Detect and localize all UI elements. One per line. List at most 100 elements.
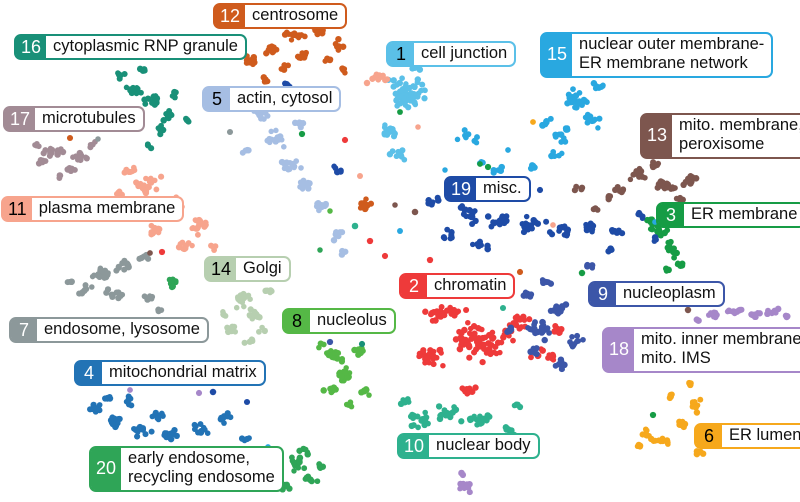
scatter-point-cluster-3 xyxy=(671,254,677,261)
scatter-point-cluster-19 xyxy=(484,245,491,253)
scatter-point-cluster-7 xyxy=(121,257,128,264)
scatter-point-cluster-19 xyxy=(519,220,526,227)
scatter-point-cluster-6 xyxy=(693,409,701,416)
scatter-point-cluster-4 xyxy=(125,396,132,403)
scatter-point-cluster-20 xyxy=(166,276,173,283)
cluster-number-badge-19: 19 xyxy=(446,178,477,201)
scatter-point-cluster-11 xyxy=(143,175,149,182)
scatter-point-cluster-12 xyxy=(334,43,341,50)
scatter-point-cluster-2 xyxy=(441,312,448,319)
scatter-point-cluster-12 xyxy=(249,61,256,68)
scatter-point-cluster-13 xyxy=(682,178,689,185)
scatter-point-cluster-14 xyxy=(232,328,239,335)
scatter-point-cluster-15 xyxy=(497,167,505,174)
scatter-point-cluster-11 xyxy=(363,79,371,87)
scatter-point-cluster-2 xyxy=(510,337,516,344)
cluster-label-text-2: chromatin xyxy=(434,276,507,294)
scatter-point-cluster-14 xyxy=(266,287,273,294)
scatter-point-cluster-17 xyxy=(77,154,84,161)
scatter-point-cluster-18 xyxy=(466,489,473,496)
scatter-point-cluster-18 xyxy=(195,389,203,397)
scatter-point-cluster-11 xyxy=(189,242,195,249)
scatter-point-cluster-2 xyxy=(498,339,505,346)
scatter-point-cluster-13 xyxy=(607,193,614,200)
scatter-point-cluster-3 xyxy=(477,161,483,167)
scatter-point-cluster-7 xyxy=(82,286,89,293)
scatter-point-cluster-2 xyxy=(489,335,496,342)
scatter-point-cluster-12 xyxy=(314,29,320,35)
scatter-point-cluster-2 xyxy=(538,346,544,352)
cluster-number-badge-12: 12 xyxy=(215,5,246,28)
scatter-point-cluster-6 xyxy=(687,380,694,387)
scatter-point-cluster-15 xyxy=(462,132,468,139)
scatter-point-cluster-19 xyxy=(556,224,563,231)
scatter-point-cluster-4 xyxy=(87,406,94,413)
scatter-point-cluster-16 xyxy=(138,89,144,96)
scatter-point-cluster-11 xyxy=(155,229,162,236)
scatter-point-cluster-9 xyxy=(589,262,596,269)
scatter-point-cluster-11 xyxy=(121,169,128,176)
scatter-point-cluster-20 xyxy=(291,468,297,474)
scatter-point-cluster-5 xyxy=(335,233,342,240)
scatter-point-cluster-16 xyxy=(167,111,174,118)
scatter-point-cluster-4 xyxy=(106,393,113,400)
scatter-point-cluster-1 xyxy=(405,85,413,92)
scatter-point-cluster-9 xyxy=(506,328,514,335)
scatter-point-cluster-17 xyxy=(71,166,78,173)
cluster-label-text-12: centrosome xyxy=(252,6,339,24)
scatter-point-cluster-2 xyxy=(429,317,436,324)
cluster-label-text-14: Golgi xyxy=(243,259,282,277)
scatter-point-cluster-9 xyxy=(539,328,546,335)
scatter-point-cluster-5 xyxy=(273,127,279,134)
scatter-point-cluster-18 xyxy=(729,308,736,315)
scatter-point-cluster-12 xyxy=(367,200,375,207)
scatter-point-cluster-4 xyxy=(221,420,227,426)
scatter-point-cluster-11 xyxy=(147,175,154,182)
scatter-point-cluster-14 xyxy=(259,324,265,331)
scatter-point-cluster-2 xyxy=(473,346,480,353)
scatter-point-cluster-19 xyxy=(536,186,544,194)
scatter-point-cluster-17 xyxy=(89,141,96,148)
cluster-label-text-16: cytoplasmic RNP granule xyxy=(53,37,238,55)
scatter-point-cluster-15 xyxy=(569,99,576,106)
scatter-point-cluster-19 xyxy=(543,218,550,225)
scatter-point-cluster-10 xyxy=(480,415,488,423)
scatter-point-cluster-9 xyxy=(326,338,334,346)
scatter-point-cluster-2 xyxy=(500,334,507,341)
scatter-point-cluster-4 xyxy=(197,421,204,428)
scatter-point-cluster-12 xyxy=(268,44,275,51)
scatter-point-cluster-20 xyxy=(302,446,309,453)
scatter-point-cluster-9 xyxy=(553,303,560,310)
scatter-point-cluster-1 xyxy=(409,94,417,101)
scatter-point-cluster-19 xyxy=(499,214,506,221)
scatter-point-cluster-2 xyxy=(512,319,519,326)
scatter-point-cluster-5 xyxy=(302,183,309,189)
scatter-point-cluster-12 xyxy=(296,54,303,61)
scatter-point-cluster-19 xyxy=(435,197,442,204)
scatter-point-cluster-4 xyxy=(148,428,155,435)
scatter-point-cluster-9 xyxy=(527,294,534,300)
scatter-point-cluster-3 xyxy=(656,228,663,235)
scatter-point-cluster-13 xyxy=(627,176,634,183)
scatter-point-cluster-12 xyxy=(269,49,276,56)
scatter-point-cluster-6 xyxy=(667,391,675,399)
scatter-point-cluster-4 xyxy=(136,423,144,431)
scatter-point-cluster-5 xyxy=(330,236,338,244)
scatter-point-cluster-4 xyxy=(191,421,198,428)
scatter-point-cluster-2 xyxy=(436,346,443,354)
scatter-point-cluster-2 xyxy=(546,352,552,358)
scatter-point-cluster-7 xyxy=(95,136,101,142)
cluster-label-text-17: microtubules xyxy=(42,109,136,127)
scatter-point-cluster-6 xyxy=(643,432,650,439)
scatter-point-cluster-20 xyxy=(284,483,290,490)
scatter-point-cluster-18 xyxy=(772,309,779,316)
scatter-point-cluster-16 xyxy=(144,141,151,148)
cluster-number-badge-10: 10 xyxy=(399,435,430,458)
scatter-point-cluster-16 xyxy=(358,340,366,348)
scatter-point-cluster-1 xyxy=(416,66,424,73)
scatter-point-cluster-2 xyxy=(381,252,389,260)
scatter-point-cluster-6 xyxy=(661,437,668,444)
scatter-point-cluster-5 xyxy=(286,166,292,173)
scatter-point-cluster-15 xyxy=(562,138,569,145)
